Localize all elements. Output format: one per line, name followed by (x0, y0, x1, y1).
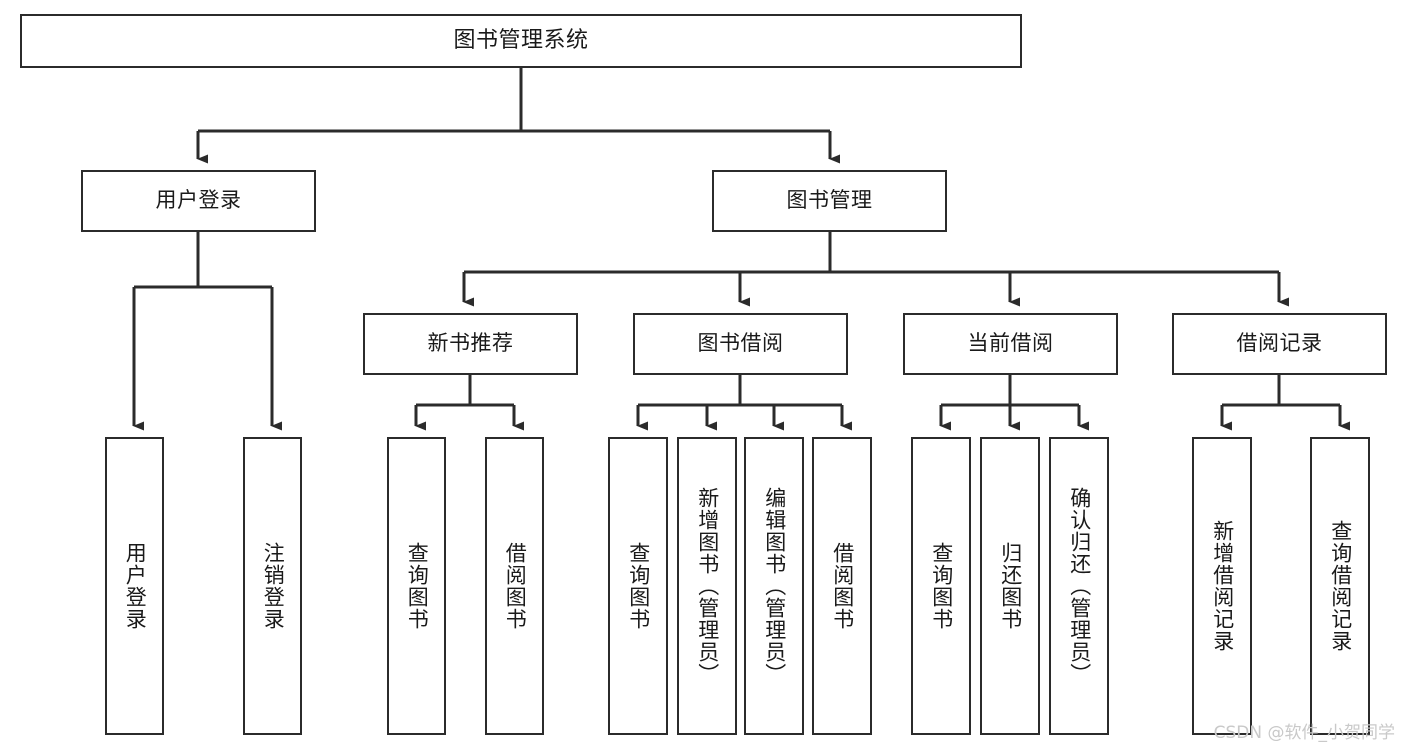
node-label: 编辑图书（管理员） (762, 487, 787, 685)
node-leaf-query-book-newbook[interactable]: 查询图书 (387, 437, 446, 735)
node-label: 当前借阅 (967, 331, 1054, 356)
node-label: 查询借阅记录 (1328, 520, 1353, 652)
node-label: 归还图书 (998, 542, 1023, 630)
node-label: 借阅图书 (503, 542, 528, 630)
node-label: 查询图书 (626, 542, 651, 630)
node-label: 用户登录 (123, 542, 148, 630)
node-user-login[interactable]: 用户登录 (81, 170, 316, 232)
node-label: 查询图书 (929, 542, 954, 630)
node-leaf-user-login[interactable]: 用户登录 (105, 437, 164, 735)
node-leaf-return-book[interactable]: 归还图书 (980, 437, 1040, 735)
node-leaf-query-book-borrow[interactable]: 查询图书 (608, 437, 668, 735)
node-leaf-edit-book-admin[interactable]: 编辑图书（管理员） (744, 437, 804, 735)
node-current-borrow[interactable]: 当前借阅 (903, 313, 1118, 375)
node-label: 查询图书 (405, 542, 430, 630)
node-label: 确认归还（管理员） (1067, 487, 1092, 685)
node-new-book-recommend[interactable]: 新书推荐 (363, 313, 578, 375)
node-book-management[interactable]: 图书管理 (712, 170, 947, 232)
node-leaf-add-borrow-record[interactable]: 新增借阅记录 (1192, 437, 1252, 735)
node-label: 新增借阅记录 (1210, 520, 1235, 652)
node-leaf-logout-login[interactable]: 注销登录 (243, 437, 302, 735)
node-label: 图书管理 (786, 188, 873, 213)
node-leaf-confirm-return-admin[interactable]: 确认归还（管理员） (1049, 437, 1109, 735)
node-label: 用户登录 (155, 188, 242, 213)
node-label: 借阅图书 (830, 542, 855, 630)
node-book-borrow[interactable]: 图书借阅 (633, 313, 848, 375)
csdn-watermark: CSDN @软件_小贺同学 (1213, 723, 1395, 743)
node-leaf-borrow-book[interactable]: 借阅图书 (812, 437, 872, 735)
node-label: 图书管理系统 (453, 27, 589, 53)
node-leaf-query-borrow-record[interactable]: 查询借阅记录 (1310, 437, 1370, 735)
node-label: 图书借阅 (697, 331, 784, 356)
node-label: 新书推荐 (427, 331, 514, 356)
node-borrow-record[interactable]: 借阅记录 (1172, 313, 1387, 375)
node-root-book-management-system[interactable]: 图书管理系统 (20, 14, 1022, 68)
node-label: 注销登录 (261, 542, 286, 630)
node-label: 借阅记录 (1236, 331, 1323, 356)
node-label: 新增图书（管理员） (695, 487, 720, 685)
node-leaf-query-book-current[interactable]: 查询图书 (911, 437, 971, 735)
node-leaf-borrow-book-newbook[interactable]: 借阅图书 (485, 437, 544, 735)
node-leaf-add-book-admin[interactable]: 新增图书（管理员） (677, 437, 737, 735)
